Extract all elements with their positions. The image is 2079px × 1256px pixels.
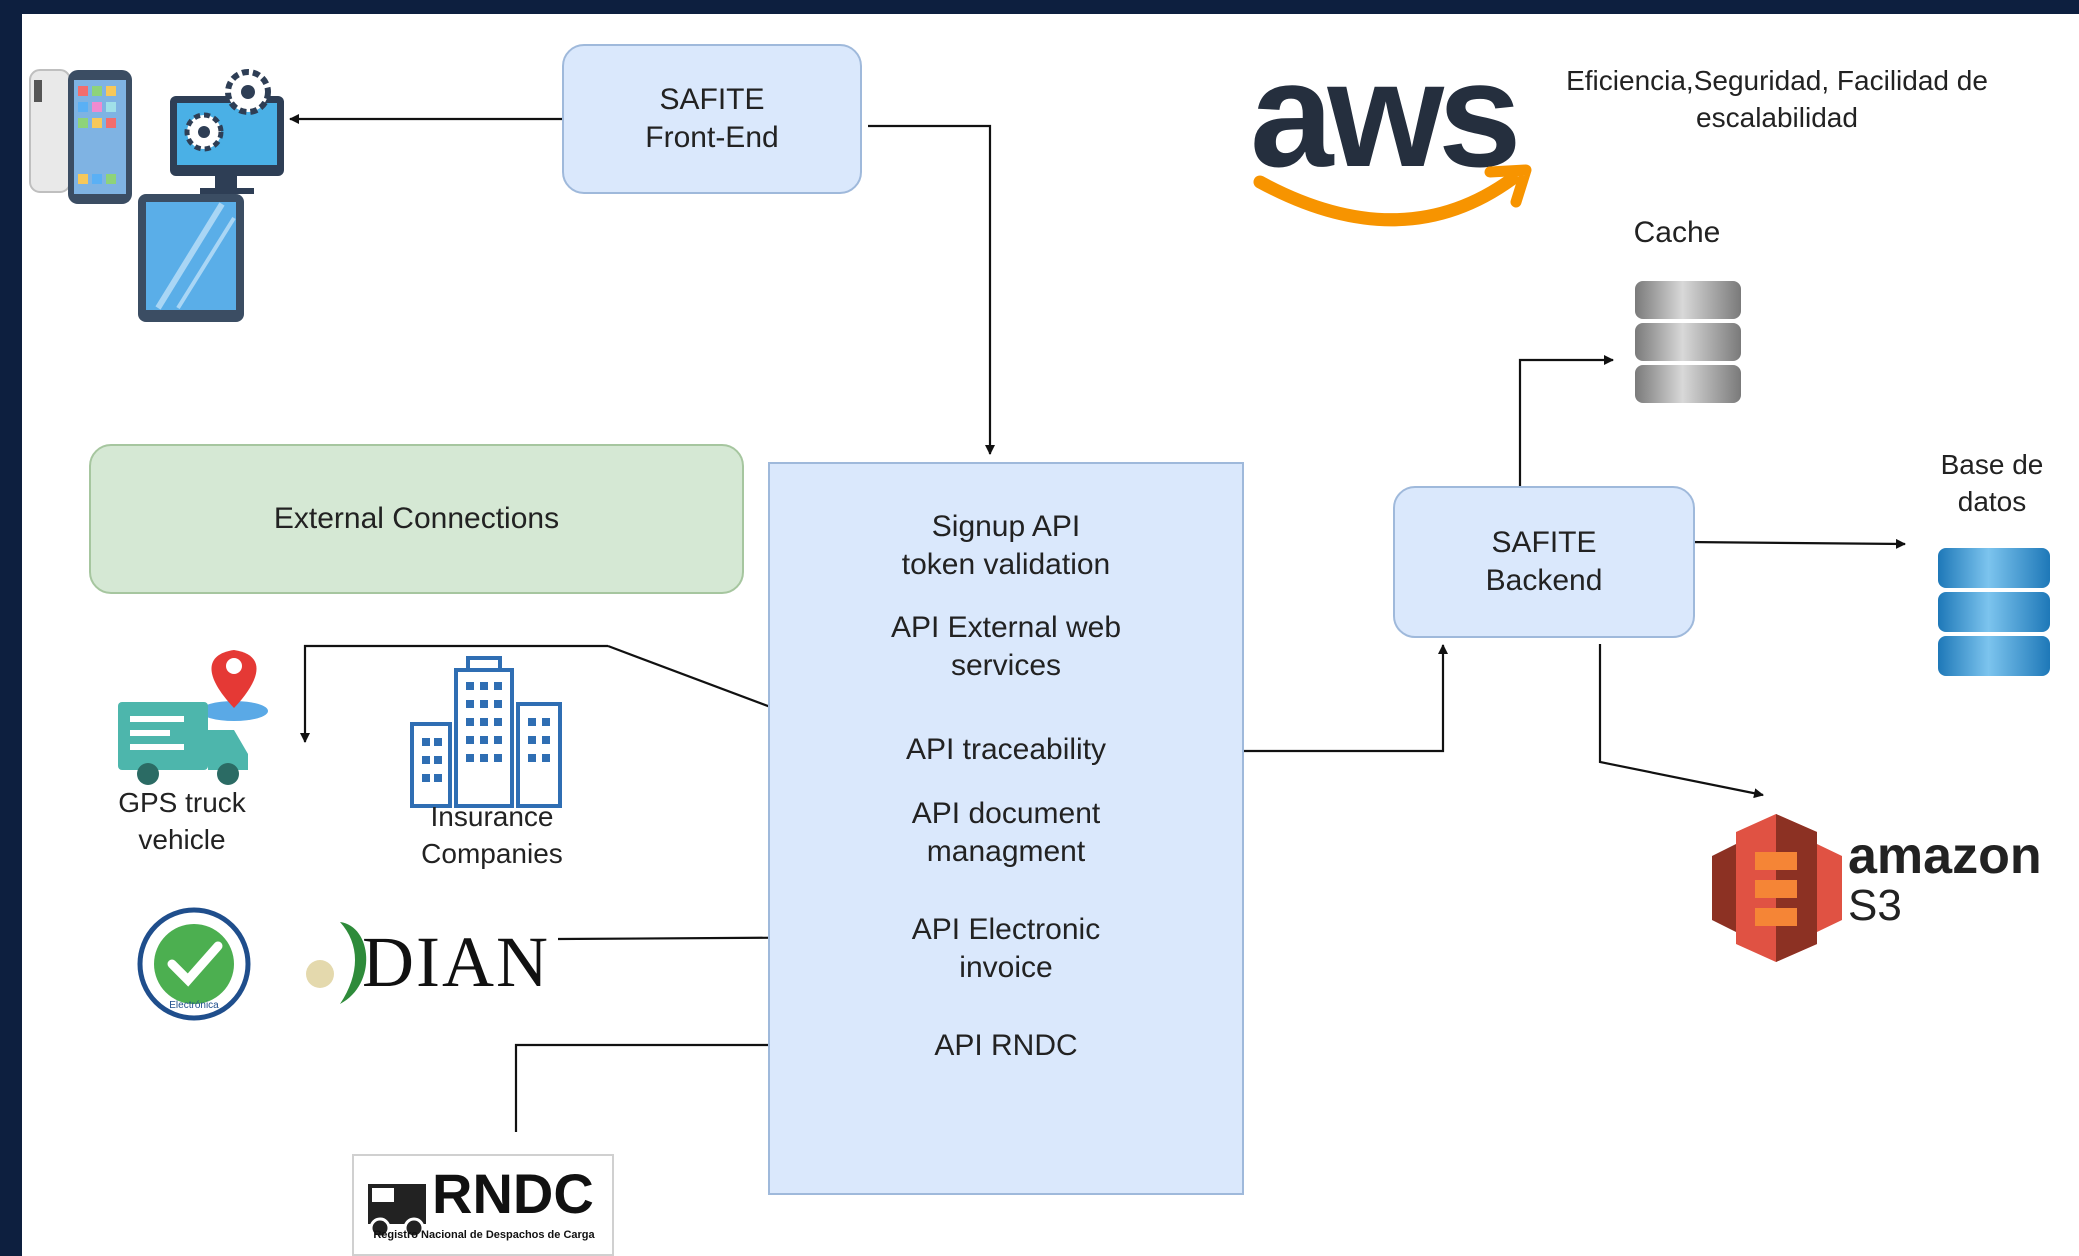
aws-tagline: Eficiencia,Seguridad, Facilidad de escal…: [1566, 65, 1988, 133]
rndc-api-label: API RNDC: [934, 1029, 1078, 1062]
backend-label: SAFITE Backend: [1485, 526, 1603, 597]
rndc-subtitle: Registro Nacional de Despachos de Carga: [373, 1229, 595, 1241]
backend-node: SAFITE Backend: [1393, 486, 1695, 638]
connectors: [289, 114, 1906, 1132]
external-api-label: API External web services: [890, 611, 1122, 682]
dian-logo-text: DIAN: [362, 922, 550, 1002]
external-connections-node: External Connections: [89, 444, 744, 594]
traceability-api-label: API traceability: [905, 733, 1107, 766]
s3-logo-text: S3: [1848, 881, 1902, 930]
edge-frontend-to-api: [868, 124, 995, 455]
cache-label: Cache: [1633, 216, 1721, 249]
amazon-logo-text: amazon: [1848, 827, 2042, 885]
edge-backend-to-database: [1685, 538, 1906, 549]
frontend-node: SAFITE Front-End: [562, 44, 862, 194]
frontend-label: SAFITE Front-End: [645, 83, 779, 154]
seal-text: Electrónica: [169, 1000, 219, 1011]
external-connections-label: External Connections: [273, 502, 560, 535]
insurance-label: Insurance Companies: [421, 801, 563, 869]
document-api-label: API document managment: [911, 797, 1101, 868]
rndc-logo-text: RNDC: [432, 1162, 594, 1225]
aws-logo-text: aws: [1250, 30, 1522, 198]
gps-label: GPS truck vehicle: [118, 787, 246, 855]
edge-backend-to-s3: [1598, 644, 1764, 799]
api-container: [768, 462, 1244, 1195]
diagram-canvas: SAFITE Front-End External Connections Si…: [22, 14, 2079, 1256]
signup-api-label: Signup API token validation: [901, 510, 1111, 581]
database-label: Base de datos: [1940, 449, 2044, 517]
edge-backend-to-cache: [1518, 355, 1614, 494]
edge-api-to-gps: [300, 644, 608, 743]
invoice-api-label: API Electronic invoice: [911, 913, 1101, 984]
